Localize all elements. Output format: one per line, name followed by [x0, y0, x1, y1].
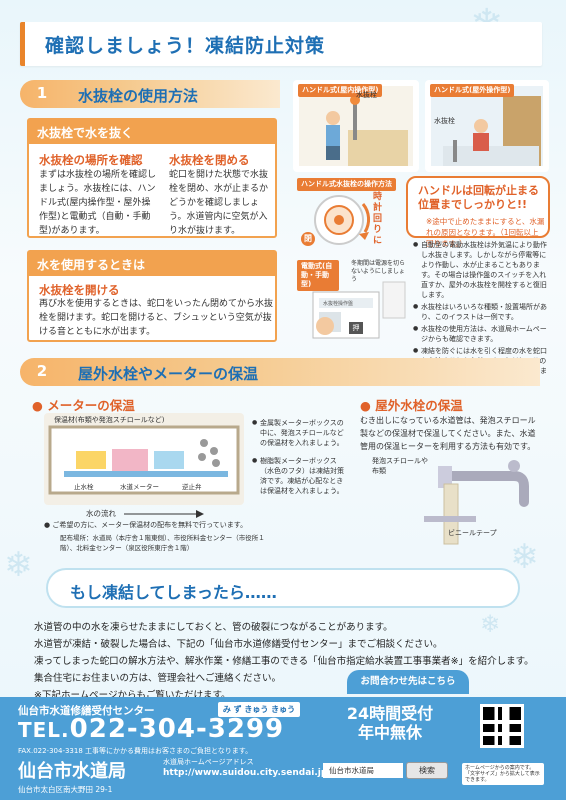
tape-label: ビニールテープ — [448, 529, 497, 537]
section3-line: ※下記ホームページからもご覧いただけます。 — [34, 690, 231, 701]
section1-header: 1 水抜栓の使用方法 — [20, 80, 280, 108]
hours-line2: 年中無休 — [357, 723, 422, 742]
faucet-illustration — [424, 460, 529, 545]
open-valve-heading: 水抜栓を開ける — [39, 283, 120, 297]
distribution-place-text: 水道局（本庁舎１階東側）、市役所料金センター（市役所１階）、北料金センター（泉区… — [60, 534, 265, 552]
handle-callout: ハンドルは回転が止まる位置までしっかりと!! ※途中で止めたままにすると、水漏れ… — [406, 176, 550, 248]
bureau-logo: 仙台市水道局 — [18, 761, 126, 782]
section2-number: 2 — [36, 362, 48, 380]
check-location-heading: 水抜栓の場所を確認 — [39, 153, 143, 167]
homepage-label: 水道局ホームページアドレス — [163, 758, 254, 766]
close-badge: 閉 — [301, 232, 315, 246]
section3-line: 水道管が凍結・破裂した場合は、下記の「仙台市水道修繕受付センター」までご相談くだ… — [34, 639, 443, 650]
section1-title: 水抜栓の使用方法 — [78, 87, 199, 105]
contact-tab: お問合わせ先はこちら — [347, 670, 469, 694]
repair-center-name: 仙台市水道修繕受付センター — [18, 705, 155, 717]
plug-note: 冬期間は電源を切らないようにしましょう — [351, 260, 406, 283]
open-valve-text: 再び水を使用するときは、蛇口をいったん閉めてから水抜栓を開けます。蛇口を開けると… — [39, 299, 274, 337]
snowflake-decoration: ❄ — [480, 610, 501, 638]
person-outdoor-valve-illustration — [431, 86, 543, 166]
fax-line: FAX.022-304-3318 工事等にかかる費用はお客さまのご負担となります… — [18, 747, 253, 755]
bullet-item: 水抜栓はいろいろな種類・設置場所があり、このイラストは一例です。 — [413, 302, 553, 322]
close-valve-text: 蛇口を開けた状態で水抜栓を閉め、水が止まるかどうかを確認しましょう。水道管内に空… — [169, 170, 269, 236]
meter-box-diagram — [48, 425, 240, 495]
homepage-url[interactable]: http://www.suidou.city.sendai.jp/ — [163, 768, 331, 778]
distribution-text: ご希望の方に、メーター保温材の配布を無料で行っています。 — [52, 521, 248, 529]
snowflake-decoration: ❄ — [4, 545, 33, 585]
page-title: 確認しましょう！凍結防止対策 — [45, 35, 326, 57]
section2-header: 2 屋外水栓やメーターの保温 — [20, 358, 540, 386]
push-button-label: 押 — [349, 322, 363, 334]
check-valve-label: 逆止弁 — [182, 483, 202, 491]
tel-number[interactable]: TEL.022-304-3299 — [18, 714, 284, 744]
hours-line1: 24時間受付 — [346, 704, 434, 723]
title-banner: 確認しましょう！凍結防止対策 — [20, 22, 542, 66]
drain-water-box-header: 水抜栓で水を抜く — [29, 120, 275, 144]
tel-value: 022-304-3299 — [69, 714, 285, 744]
tel-prefix: TEL. — [18, 718, 70, 742]
bullet-item: 水抜栓の使用方法は、水道局ホームページからも確認できます。 — [413, 324, 553, 344]
meter-notes: 金属製メーターボックスの中に、発泡スチロールなどの保温材を入れましょう。 樹脂製… — [252, 418, 348, 498]
distribution-places: 配布場所：水道局（本庁舎１階東側）、市役所料金センター（市役所１階）、北料金セン… — [60, 533, 270, 553]
section3-body: 水道管の中の水を凍らせたままにしておくと、管の破裂につながることがあります。 水… — [34, 619, 534, 704]
water-meter-label: 水道メーター — [120, 483, 159, 491]
meter-note-item: 樹脂製メーターボックス（水色のフタ）は凍結対策済です。凍結が心配なときは保温材を… — [252, 456, 348, 496]
meter-heading: メーターの保温 — [32, 395, 135, 414]
section3-line: 水道管の中の水を凍らせたままにしておくと、管の破裂につながることがあります。 — [34, 622, 393, 633]
qr-code[interactable] — [480, 704, 524, 748]
valve-label: 水抜栓 — [356, 91, 377, 99]
valve-label-outdoor: 水抜栓 — [434, 117, 455, 125]
close-valve-heading: 水抜栓を閉める — [169, 153, 250, 167]
foam-label: 発泡スチロールや布類 — [372, 457, 428, 475]
hours-badge: 24時間受付 年中無休 — [320, 704, 460, 742]
handle-callout-title: ハンドルは回転が止まる位置までしっかりと!! — [418, 184, 539, 211]
tel-mnemonic: み ず きゅう きゅう — [218, 702, 300, 717]
control-panel-icon — [312, 281, 406, 339]
faucet-text: むき出しになっている水道管は、発泡スチロール製などの保温材で保温してください。ま… — [360, 416, 536, 451]
check-location-text: まずは水抜栓の場所を確認しましょう。水抜栓には、ハンドル式(屋内操作型・屋外操作… — [39, 170, 157, 236]
section3-header: もし凍結してしまったら…… — [46, 568, 520, 608]
electric-tag: 電動式(自動・手動型) — [297, 260, 339, 291]
flow-arrow-icon — [124, 510, 204, 518]
water-flow-label: 水の流れ — [86, 509, 116, 518]
outdoor-handle-tag: ハンドル式(屋外操作型) — [430, 84, 515, 97]
faucet-heading: 屋外水栓の保温 — [360, 395, 463, 414]
indoor-handle-illustration — [293, 80, 419, 172]
search-box[interactable]: 仙台市水道局 — [323, 763, 403, 778]
section1-number: 1 — [36, 84, 48, 102]
section2-title: 屋外水栓やメーターの保温 — [78, 365, 259, 383]
indoor-handle-tag: ハンドル式(屋内操作型) — [298, 84, 383, 97]
bullet-item: 自動型の電動水抜栓は外気温により動作し水抜きします。しかしながら停電等により作動… — [413, 240, 553, 300]
snowflake-decoration: ❄ — [510, 537, 539, 577]
handle-operation-caption: ハンドル式水抜栓の操作方法 — [297, 178, 396, 191]
search-button[interactable]: 検索 — [406, 762, 448, 779]
section3-title: もし凍結してしまったら…… — [70, 583, 277, 602]
bureau-address: 仙台市太白区南大野田 29-1 — [18, 785, 113, 794]
use-water-box: 水を使用するときは 水抜栓を開ける 再び水を使用するときは、蛇口をいったん閉めて… — [27, 250, 277, 342]
panel-label: 水抜栓操作盤 — [323, 301, 354, 307]
clockwise-label: 時計回りに — [373, 192, 383, 246]
distribution-note: ● ご希望の方に、メーター保温材の配布を無料で行っています。 — [44, 521, 248, 529]
distribution-place-label: 配布場所： — [60, 534, 93, 542]
section3-line: 凍ってしまった蛇口の解水方法や、解氷作業・修繕工事のできる「仙台市指定給水装置工… — [34, 656, 534, 684]
use-water-box-header: 水を使用するときは — [29, 252, 275, 276]
insulation-label: 保温材(布類や発泡スチロールなど) — [54, 416, 165, 424]
electric-valve-illustration: 電動式(自動・手動型) 冬期間は電源を切らないようにしましょう 水抜栓操作盤 押 — [293, 256, 409, 344]
drain-water-box: 水抜栓で水を抜く 水抜栓の場所を確認 まずは水抜栓の場所を確認しましょう。水抜栓… — [27, 118, 277, 238]
drain-water-box-title: 水抜栓で水を抜く — [37, 126, 134, 140]
meter-box-illustration: 保温材(布類や発泡スチロールなど) 止水栓 水道メーター 逆止弁 — [44, 413, 244, 505]
qr-code-pattern — [483, 707, 521, 745]
handle-operation-illustration: ハンドル式水抜栓の操作方法 時計回りに 閉 — [293, 176, 401, 252]
handle-dial-icon — [314, 195, 371, 245]
person-turning-valve-illustration — [299, 86, 413, 166]
meter-note-item: 金属製メーターボックスの中に、発泡スチロールなどの保温材を入れましょう。 — [252, 418, 348, 448]
qr-note: ホームページからの案内です。「文字サイズ」から拡大して表示できます。 — [462, 763, 544, 785]
stop-valve-label: 止水栓 — [74, 483, 94, 491]
use-water-box-title: 水を使用するときは — [37, 258, 146, 272]
